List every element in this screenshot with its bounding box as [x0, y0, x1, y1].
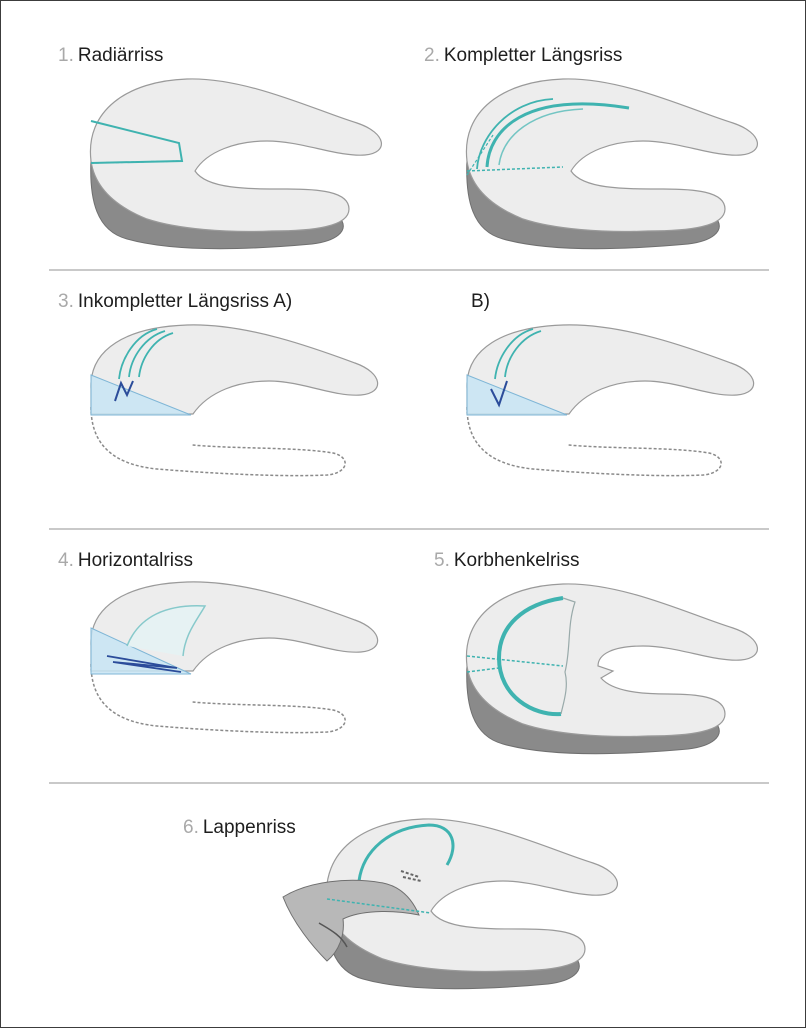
meniscus-incomplete-longitudinal-tear-b	[463, 319, 763, 504]
item-number: 3.	[58, 291, 74, 312]
item-number: 5.	[434, 550, 450, 571]
label-1: 1.Radiärriss	[58, 45, 163, 67]
item-number: 1.	[58, 45, 74, 66]
label-3b: B)	[471, 291, 490, 313]
item-name: Horizontalriss	[78, 550, 193, 571]
item-name: Kompletter Längsriss	[444, 45, 622, 66]
meniscus-flap-tear	[279, 811, 599, 996]
label-5: 5.Korbhenkelriss	[434, 550, 580, 572]
meniscus-bucket-handle-tear	[463, 576, 763, 761]
meniscus-complete-longitudinal-tear	[463, 71, 763, 256]
meniscus-radial-tear	[87, 71, 387, 256]
label-4: 4.Horizontalriss	[58, 550, 193, 572]
item-number: 2.	[424, 45, 440, 66]
meniscus-horizontal-tear	[87, 576, 387, 761]
item-number: 6.	[183, 817, 199, 838]
item-name: Inkompletter Längsriss A)	[78, 291, 292, 312]
divider	[49, 528, 769, 530]
item-name: B)	[471, 291, 490, 312]
label-2: 2.Kompletter Längsriss	[424, 45, 622, 67]
item-number: 4.	[58, 550, 74, 571]
meniscus-incomplete-longitudinal-tear-a	[87, 319, 387, 504]
item-name: Korbhenkelriss	[454, 550, 580, 571]
item-name: Radiärriss	[78, 45, 164, 66]
label-3: 3.Inkompletter Längsriss A)	[58, 291, 292, 313]
divider	[49, 782, 769, 784]
divider	[49, 269, 769, 271]
